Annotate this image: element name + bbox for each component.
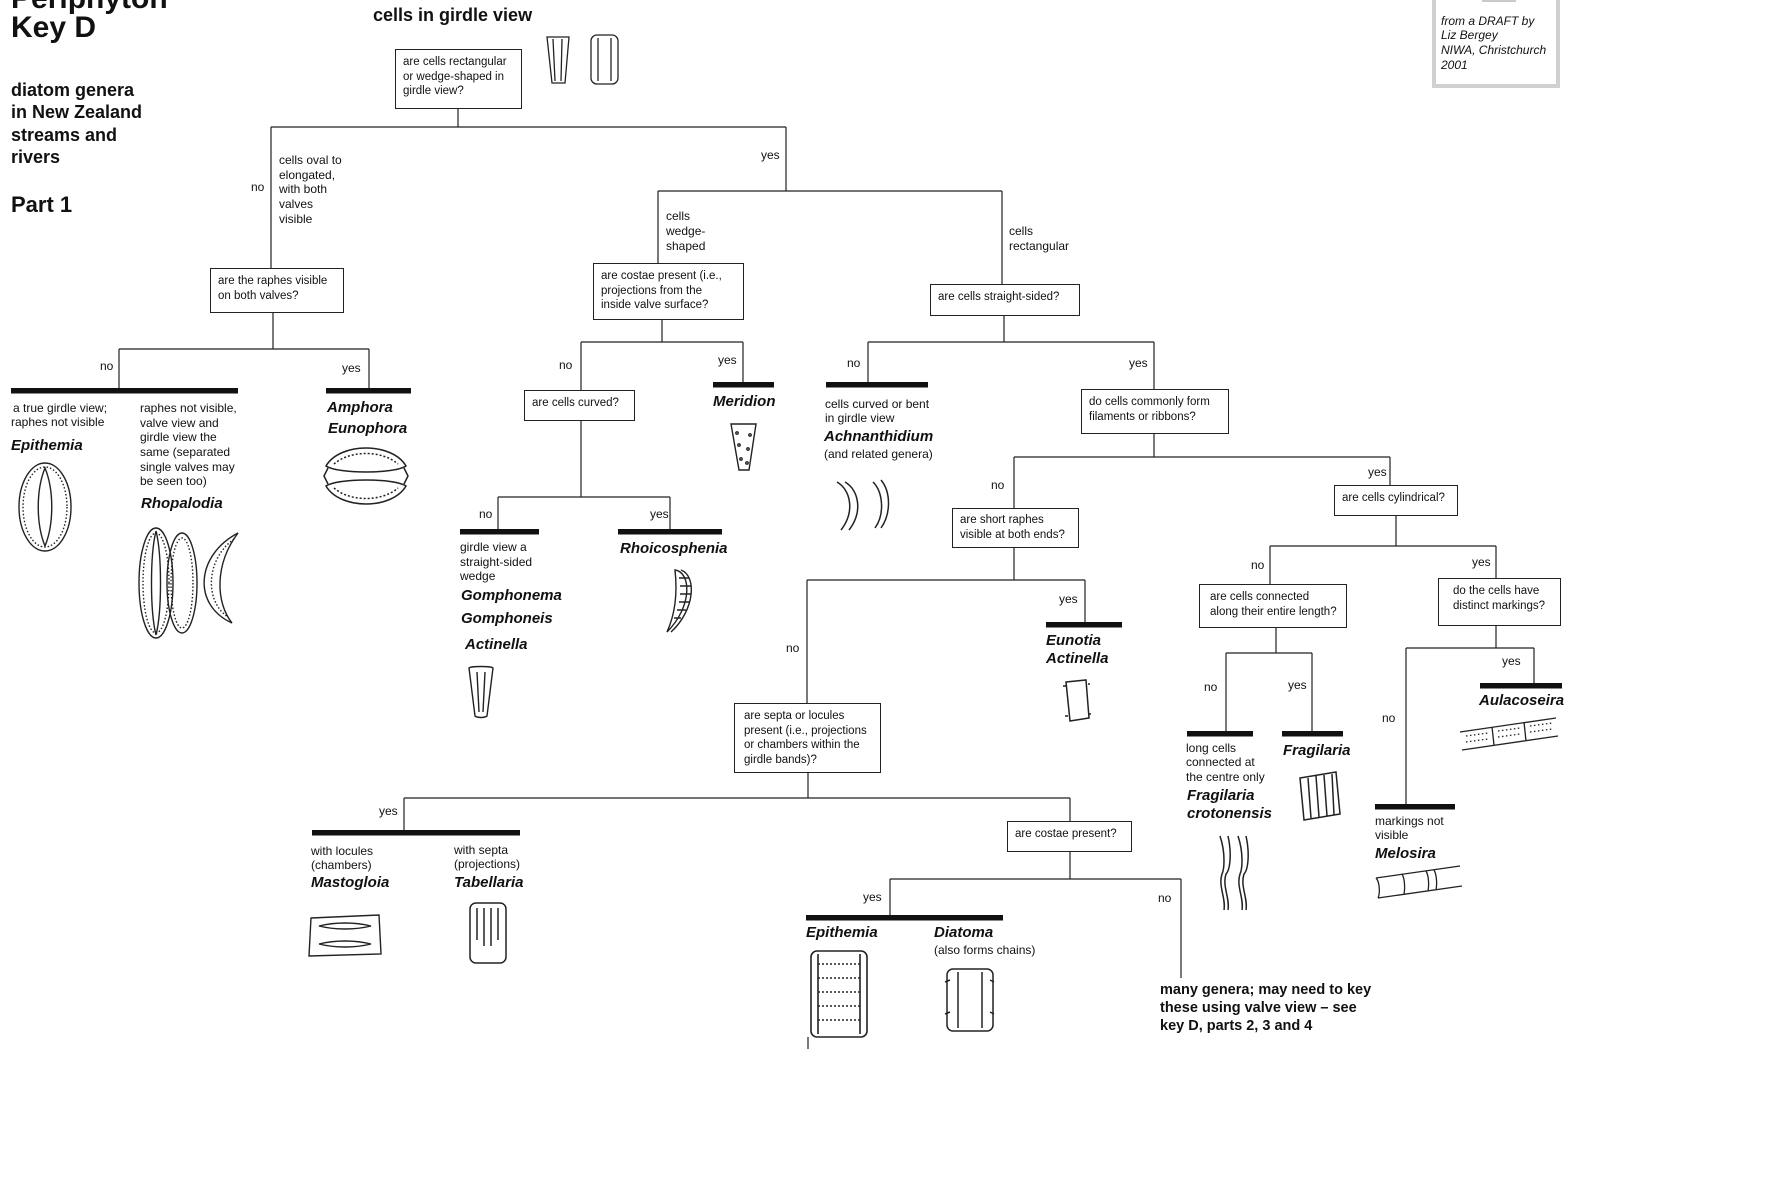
genus-mastogloia: Mastogloia (311, 874, 390, 891)
branch-q4-no: no (847, 356, 861, 370)
branch-q12-yes: yes (863, 890, 882, 904)
part-label: Part 1 (11, 192, 73, 217)
genus-meridion: Meridion (713, 393, 776, 410)
connector-lines (11, 108, 1562, 1049)
branch-q10-yes: yes (1502, 654, 1521, 668)
genus-aulacoseira: Aulacoseira (1479, 692, 1565, 709)
epithemia-cell-sketch (18, 462, 72, 552)
tabellaria-cell-sketch (469, 902, 507, 964)
branch-q7-no: no (786, 641, 800, 655)
branch-q3-no: no (559, 358, 573, 372)
branch-q11-yes: yes (379, 804, 398, 818)
result-bars (11, 382, 1562, 921)
branch-q4-yes: yes (1129, 356, 1148, 370)
genus-fragilaria: Fragilaria (1283, 742, 1351, 759)
credit-frame (1432, 0, 1560, 88)
question-q3: are costae present (i.e.,projections fro… (593, 263, 744, 320)
rhoicosphenia-cell-sketch (666, 569, 693, 633)
question-q12: are costae present? (1007, 821, 1132, 852)
genus-tabellaria: Tabellaria (454, 874, 524, 891)
genus-achnanthidium: Achnanthidium (824, 428, 934, 445)
eunotia-cell-sketch (1063, 679, 1091, 722)
genus-gomphoneis: Gomphoneis (461, 610, 553, 627)
genus-diatoma: Diatoma (934, 924, 994, 941)
title-line1: Periphyton (11, 0, 168, 16)
branch-q6-yes: yes (1368, 465, 1387, 479)
branch-q1-yes: yes (761, 148, 780, 162)
logo-fragment (1482, 0, 1516, 2)
branch-q12-no: no (1158, 891, 1172, 905)
branch-q5-yes: yes (650, 507, 669, 521)
title-line2: Key D (11, 11, 97, 44)
branch-q5-no: no (479, 507, 493, 521)
question-q4: are cells straight-sided? (930, 284, 1080, 316)
aulacoseira-filament-sketch (1459, 717, 1559, 751)
amphora-cell-sketch (323, 447, 409, 505)
achnanthidium-note: (and related genera) (824, 447, 933, 461)
wedge-rect-cell-sketch (546, 34, 619, 85)
genus-melosira: Melosira (1375, 845, 1436, 862)
branch-q1-no: no (251, 180, 265, 194)
meridion-cell-sketch (730, 423, 757, 471)
genus-rhopalodia: Rhopalodia (141, 495, 223, 512)
genus-gomphonema: Gomphonema (461, 587, 562, 604)
branch-q9-no: no (1204, 680, 1218, 694)
genus-rhoicosphenia: Rhoicosphenia (620, 540, 728, 557)
fragilaria-crotonensis-sketch (1219, 835, 1249, 911)
melosira-filament-sketch (1375, 865, 1463, 899)
question-q5: are cells curved? (524, 390, 635, 421)
branch-q9-yes: yes (1288, 678, 1307, 692)
rhopalodia-cell-sketch (138, 527, 239, 639)
branch-q6-no: no (991, 478, 1005, 492)
header-cells-in-girdle-view: cells in girdle view (373, 5, 533, 25)
genus-actinella-2: Actinella (1046, 650, 1109, 667)
mastogloia-cell-sketch (308, 914, 382, 957)
genus-amphora: Amphora (327, 399, 393, 416)
branch-q2-no: no (100, 359, 114, 373)
branch-q2-yes: yes (342, 361, 361, 375)
genus-epithemia-2: Epithemia (806, 924, 878, 941)
fragilaria-cell-sketch (1299, 771, 1341, 821)
key-d-diagram: Periphyton Key D diatom genera in New Ze… (11, 0, 1565, 1049)
diatoma-cell-sketch (944, 968, 995, 1032)
genus-fragilaria-crotonensis-1: Fragilaria (1187, 787, 1255, 804)
epithemia-2-cell-sketch (810, 950, 868, 1038)
branch-q3-yes: yes (718, 353, 737, 367)
question-q8: are cells cylindrical? (1334, 485, 1458, 516)
diatoma-note: (also forms chains) (934, 943, 1036, 957)
genus-eunotia: Eunotia (1046, 632, 1101, 649)
branch-q8-yes: yes (1472, 555, 1491, 569)
achnanthidium-cell-sketch (836, 479, 890, 531)
genus-epithemia: Epithemia (11, 437, 83, 454)
branch-q10-no: no (1382, 711, 1396, 725)
branch-q8-no: no (1251, 558, 1265, 572)
branch-q7-yes: yes (1059, 592, 1078, 606)
genus-eunophora: Eunophora (328, 420, 408, 437)
genus-actinella-1: Actinella (465, 636, 528, 653)
genus-fragilaria-crotonensis-2: crotonensis (1187, 805, 1273, 822)
gomphonema-cell-sketch (468, 665, 494, 719)
